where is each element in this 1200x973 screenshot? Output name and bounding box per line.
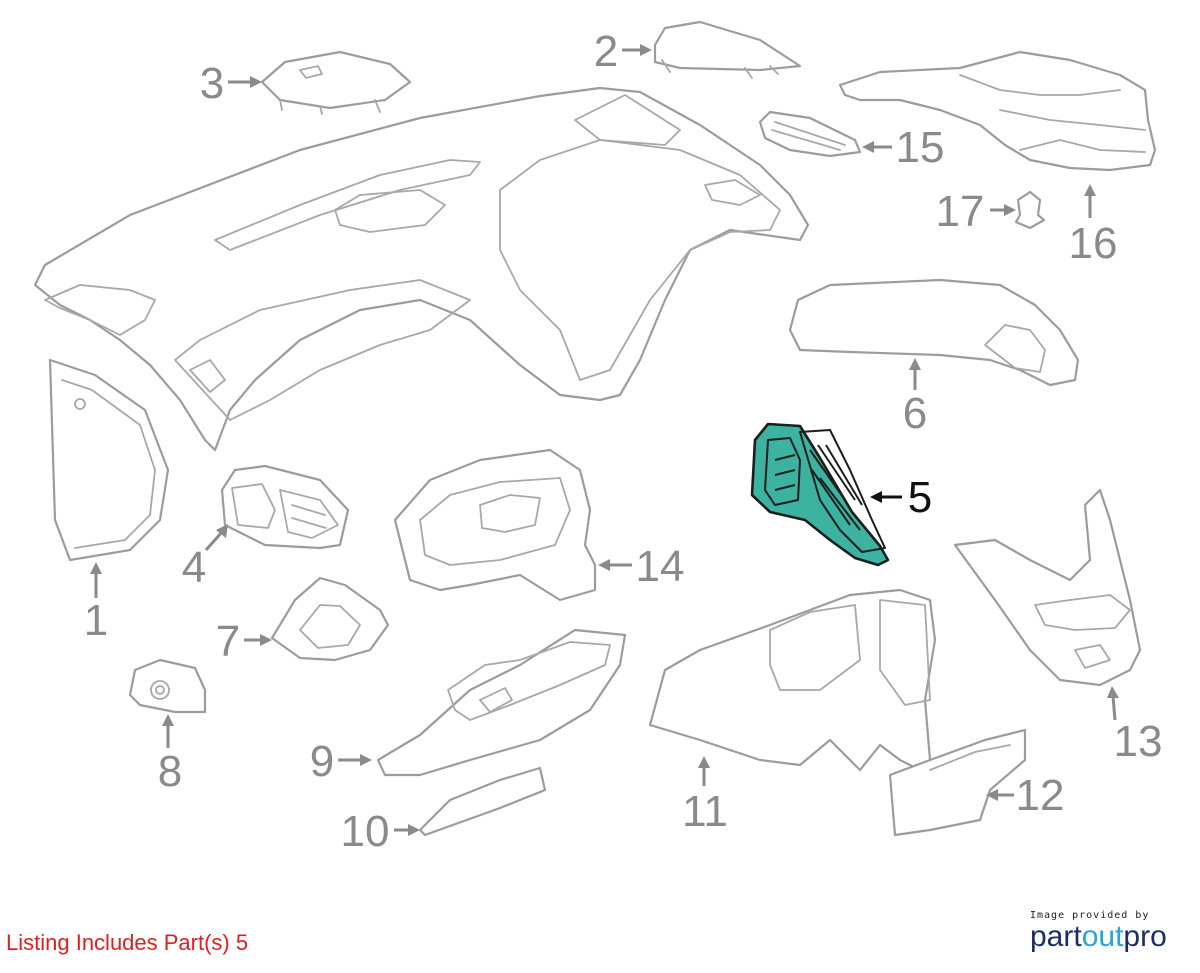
callout-2: 2 [594,27,618,76]
callout-14: 14 [636,542,685,591]
part-15-defrost-vent [758,110,862,158]
partoutpro-logo: partoutpro [1030,921,1190,953]
part-17-clip [1014,190,1046,230]
callout-9: 9 [310,737,334,786]
logo-part: part [1030,920,1082,953]
callout-6: 6 [903,389,927,438]
callout-13: 13 [1114,717,1163,766]
callout-labels: 1 2 3 4 5 6 7 8 9 10 11 12 13 14 15 16 1… [84,27,1163,856]
part-12-side-panel [888,728,1027,837]
callout-17: 17 [936,187,985,236]
part-9-glove-box [376,628,627,777]
callout-10: 10 [341,807,390,856]
part-4-air-vent [220,464,350,550]
part-2-top-cover [653,20,802,79]
part-14-cluster-bezel [393,448,597,602]
callout-12: 12 [1016,771,1065,820]
callout-8: 8 [158,747,182,796]
part-10-trim-strip [418,766,547,837]
logo-pro: pro [1123,920,1167,953]
brand-caption: Image provided by [1030,910,1150,921]
part-13-center-stack [953,488,1142,687]
part-7-vent-bezel [270,576,390,662]
brand-credit: Image provided by partoutpro [1030,910,1190,953]
callout-1: 1 [84,596,108,645]
callout-4: 4 [182,543,206,592]
callout-5: 5 [908,473,932,522]
callout-arrows [90,44,1119,836]
part-3-speaker-cover [260,50,412,115]
listing-parts-note: Listing Includes Part(s) 5 [6,930,249,955]
part-16-support-bracket [838,50,1157,172]
dashboard-panel [33,86,810,452]
callout-11: 11 [682,787,728,836]
part-11-center-console [648,588,937,772]
callout-3: 3 [200,59,224,108]
callout-16: 16 [1069,219,1118,268]
part-8-switch-bezel [128,658,207,714]
callout-15: 15 [896,123,945,172]
logo-out: out [1081,920,1124,953]
part-1-end-cap [48,358,170,562]
part-5-highlighted-vent [750,422,890,567]
callout-7: 7 [216,617,240,666]
part-6-upper-trim [788,278,1080,387]
